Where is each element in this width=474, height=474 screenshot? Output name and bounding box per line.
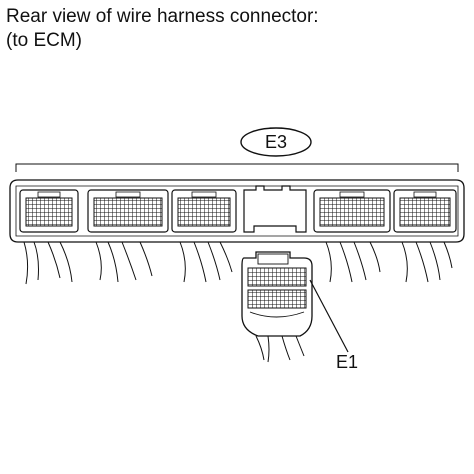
e1-wire-bundle: [255, 335, 305, 363]
e3-pin-block-2: [87, 189, 169, 233]
diagram-title: Rear view of wire harness connector: (to…: [6, 5, 319, 53]
e1-label: E1: [336, 352, 358, 372]
e3-wire-bundles: [23, 241, 453, 285]
e1-connector: [241, 251, 313, 337]
e1-leader-line: [309, 279, 349, 353]
e3-pin-block-3: [171, 189, 237, 233]
title-line-2: (to ECM): [6, 30, 82, 51]
e3-pin-block-4: [313, 189, 391, 233]
e3-pin-block-1: [19, 189, 79, 233]
e3-label-group: E3: [240, 127, 312, 157]
connector-bracket: [15, 163, 459, 172]
title-line-1: Rear view of wire harness connector:: [6, 6, 319, 27]
e3-pin-block-5: [393, 189, 457, 233]
e3-empty-slot: [243, 185, 307, 233]
e3-label: E3: [265, 132, 287, 152]
